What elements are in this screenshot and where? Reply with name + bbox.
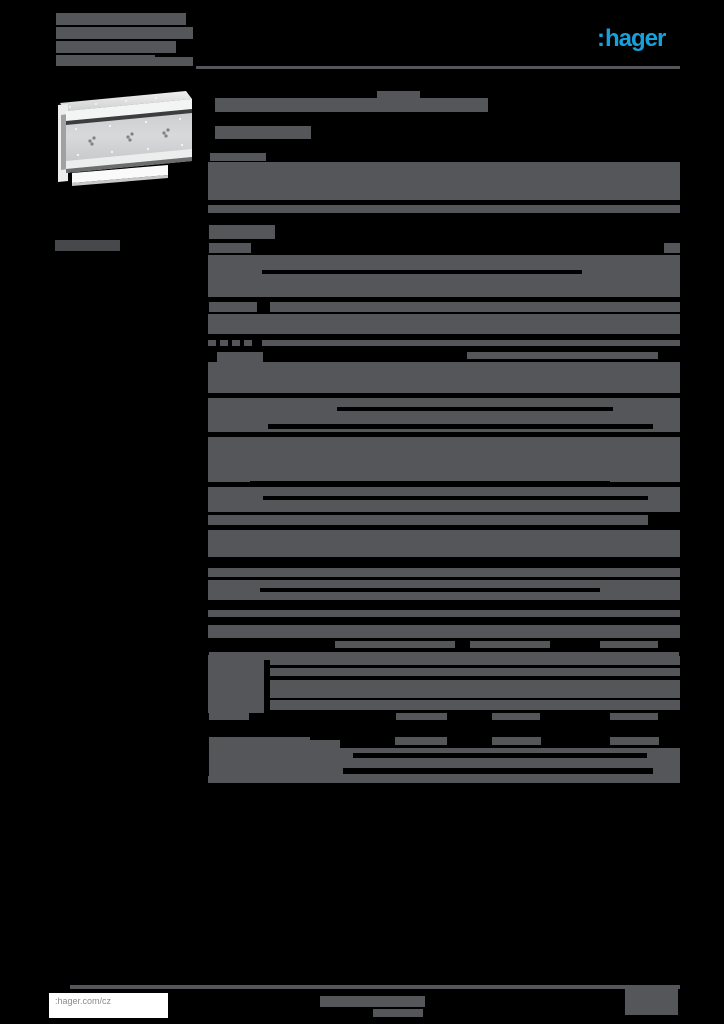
redacted-text-bar — [208, 625, 680, 638]
header-rule — [196, 66, 680, 69]
redacted-text-bar — [467, 352, 658, 359]
header-address-bar — [56, 27, 193, 39]
redacted-text-bar — [208, 437, 680, 482]
redacted-text-bar — [396, 713, 447, 720]
redacted-text-bar — [220, 340, 228, 346]
redacted-text-bar — [232, 500, 240, 505]
redacted-text-bar — [262, 270, 582, 274]
redacted-text-bar — [208, 205, 680, 213]
redacted-text-bar — [208, 568, 680, 577]
redacted-text-bar — [600, 641, 658, 648]
footer-rule — [70, 985, 680, 989]
header-address-bar — [150, 57, 193, 66]
redacted-text-bar — [209, 302, 257, 312]
redacted-text-bar — [244, 340, 252, 346]
redacted-text-bar — [610, 737, 659, 745]
redacted-text-bar — [664, 243, 680, 253]
redacted-text-bar — [209, 225, 275, 239]
redacted-text-bar — [270, 302, 680, 312]
header-address-bar — [56, 41, 176, 53]
redacted-text-bar — [270, 656, 680, 665]
redacted-text-bar — [220, 500, 228, 505]
redacted-text-bar — [208, 610, 680, 617]
header-address-bar — [56, 55, 155, 66]
redacted-text-bar — [337, 407, 613, 411]
redacted-text-bar — [232, 340, 240, 346]
redacted-text-bar — [208, 255, 680, 297]
redacted-text-bar — [395, 737, 447, 745]
redacted-text-bar — [209, 243, 251, 253]
redacted-text-bar — [252, 200, 628, 205]
header-address-bar — [56, 13, 186, 25]
redacted-text-bar — [208, 340, 216, 346]
redacted-text-bar — [470, 641, 550, 648]
redacted-text-bar — [210, 153, 266, 161]
redacted-text-bar — [263, 393, 608, 398]
hager-logo-text: hager — [605, 25, 666, 52]
redacted-text-bar — [610, 713, 658, 720]
cable-trunking-illustration — [58, 91, 192, 186]
footer-website-box: :hager.com/cz — [49, 993, 168, 1018]
footer-website-link[interactable]: :hager.com/cz — [55, 996, 112, 1006]
redacted-text-bar — [250, 481, 610, 487]
hager-logo-colon: : — [597, 25, 605, 52]
hager-logo: :hager — [597, 27, 697, 53]
redacted-text-bar — [208, 776, 680, 783]
subtitle-bar — [215, 126, 311, 139]
redacted-text-bar — [262, 340, 680, 346]
redacted-text-bar — [270, 668, 680, 676]
redacted-text-bar — [335, 641, 455, 648]
redacted-text-bar — [208, 314, 680, 334]
title-bar — [215, 98, 488, 112]
redacted-text-bar — [270, 700, 680, 710]
redacted-text-bar — [208, 500, 216, 505]
side-label-bar — [55, 240, 120, 251]
product-image — [56, 89, 194, 189]
footer-text-bar — [320, 996, 425, 1007]
redacted-text-bar — [492, 713, 540, 720]
redacted-text-bar — [208, 162, 680, 200]
title-bar — [377, 91, 420, 99]
redacted-text-bar — [492, 737, 541, 745]
redacted-text-bar — [208, 530, 680, 557]
footer-page-block — [625, 985, 678, 1015]
redacted-text-bar — [208, 655, 264, 713]
redacted-text-bar — [217, 352, 263, 362]
redacted-text-bar — [208, 362, 680, 393]
redacted-text-bar — [353, 753, 647, 758]
redacted-text-bar — [262, 500, 648, 505]
footer-text-bar — [373, 1009, 423, 1017]
redacted-text-bar — [260, 588, 600, 592]
redacted-text-bar — [208, 515, 648, 525]
redacted-text-bar — [209, 713, 249, 720]
redacted-text-bar — [263, 496, 648, 502]
redacted-text-bar — [343, 768, 653, 774]
redacted-text-bar — [209, 740, 340, 777]
redacted-text-bar — [270, 680, 680, 698]
redacted-text-bar — [268, 424, 653, 429]
